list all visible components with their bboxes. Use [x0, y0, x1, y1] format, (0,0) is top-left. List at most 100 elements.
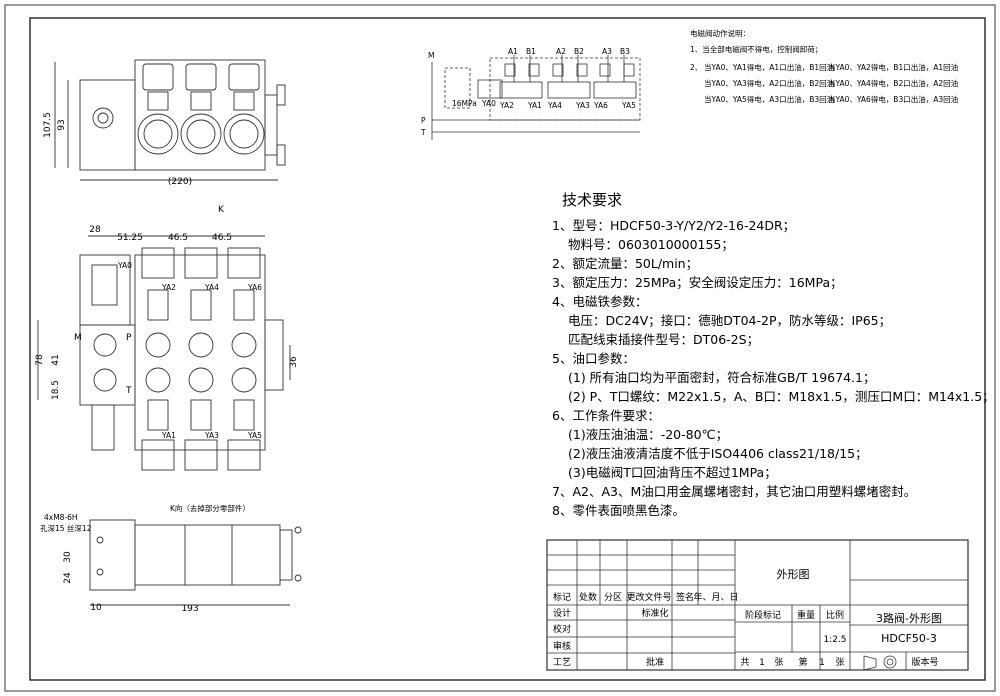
tb-scale: 1:2.5 — [823, 635, 846, 645]
valve-note-right-0: 当YA0、YA2得电，B1口出油，A1回油 — [828, 62, 958, 72]
front-dim-top-2: 46.5 — [168, 233, 188, 243]
tech-req-7: 5、油口参数： — [552, 351, 635, 366]
sheet-inner-border — [29, 17, 986, 681]
tech-req-5: 电压：DC24V；接口：德驰DT04-2P，防水等级：IP65； — [568, 313, 891, 328]
hyd-pressure: 16MPa — [452, 99, 477, 108]
front-coil-top-1: YA4 — [204, 283, 219, 292]
tech-req-0: 1、型号：HDCF50-3-Y/Y2/Y2-16-24DR； — [552, 218, 795, 233]
front-coil-bottom-0: YA1 — [161, 431, 176, 440]
hyd-p: P — [421, 116, 426, 125]
tb-drawing-name: 外形图 — [777, 568, 810, 581]
top-view — [54, 59, 286, 181]
sheet-outer-border — [4, 4, 996, 692]
title-block-grid — [546, 539, 969, 671]
tech-req-10: 6、工作条件要求： — [552, 408, 660, 423]
front-dim-left-0: 78 — [35, 354, 45, 366]
front-coil-top-0: YA2 — [161, 283, 176, 292]
hyd-coil-0: YA2 — [499, 101, 514, 110]
tech-req-15: 8、零件表面喷黑色漆。 — [552, 503, 685, 518]
tb-rev-h4: 签名 — [676, 591, 694, 603]
hyd-port-a1: A1 — [508, 47, 518, 56]
tb-name: 3路阀-外形图 — [876, 611, 942, 625]
valve-note-right-1: 当YA0、YA4得电，B2口出油，A2回油 — [828, 78, 958, 88]
front-dim-right: 36 — [289, 356, 299, 368]
tech-req-8: (1) 所有油口均为平面密封，符合标准GB/T 19674.1； — [568, 370, 875, 385]
k-dim-left-1: 24 — [63, 572, 73, 584]
k-view-thread-depth: 孔深15 丝深12 — [40, 523, 92, 533]
dim-height-outer: 107.5 — [43, 112, 53, 138]
hyd-coil-2: YA4 — [547, 101, 562, 110]
k-view-thread: 4xM8-6H — [44, 513, 78, 522]
valve-note-left-1: 当YA0、YA3得电，A2口出油，B2回油 — [704, 78, 834, 88]
tb-role-1: 校对 — [553, 623, 571, 635]
projection-symbol-icon — [863, 655, 897, 671]
k-dim-small: 10 — [90, 603, 102, 613]
valve-notes-prefix: 2、 — [690, 63, 702, 72]
tb-stage-label: 阶段标记 — [745, 609, 781, 621]
front-coil-bottom-1: YA3 — [204, 431, 219, 440]
tb-code: HDCF50-3 — [881, 632, 937, 645]
tech-req-11: (1)液压油油温：-20-80℃； — [568, 427, 728, 442]
tb-standardize: 标准化 — [641, 607, 668, 619]
front-port-t: T — [125, 386, 132, 396]
tech-req-9: (2) P、T口螺纹：M22x1.5，A、B口：M18x1.5，测压口M口：M1… — [568, 389, 995, 404]
front-coil-top-2: YA6 — [247, 283, 262, 292]
tech-req-2: 2、额定流量：50L/min； — [552, 256, 698, 271]
hyd-coil-3: YA3 — [575, 101, 590, 110]
hyd-coil-5: YA5 — [621, 101, 636, 110]
hyd-ya0: YA0 — [481, 99, 496, 108]
tb-weight-label: 重量 — [797, 609, 815, 621]
tb-sheet: 第 — [798, 656, 807, 668]
front-ya0: YA0 — [117, 261, 132, 270]
dim-height-inner: 93 — [57, 119, 67, 130]
front-view — [37, 235, 291, 471]
hyd-coil-1: YA1 — [527, 101, 542, 110]
hydraulic-schematic — [431, 55, 641, 140]
view-arrow-k: K — [218, 205, 225, 215]
tech-req-13: (3)电磁阀T口回油背压不超过1MPa； — [568, 465, 777, 480]
tb-role-3: 工艺 — [553, 657, 571, 668]
hyd-port-a3: A3 — [602, 47, 612, 56]
k-view — [89, 519, 302, 606]
hyd-port-b2: B2 — [574, 47, 584, 56]
tb-role-0: 设计 — [553, 607, 571, 619]
tech-req-14: 7、A2、A3、M油口用金属螺堵密封，其它油口用塑料螺堵密封。 — [552, 484, 916, 499]
valve-notes-line1: 1、当全部电磁阀不得电，控制阀卸荷； — [690, 44, 822, 54]
tech-req-1: 物料号：0603010000155； — [568, 237, 734, 252]
front-dim-top-3: 46.5 — [212, 233, 232, 243]
valve-note-left-2: 当YA0、YA5得电，A3口出油，B3回油 — [704, 94, 834, 104]
tb-rev-h0: 标记 — [553, 591, 571, 603]
hyd-port-b3: B3 — [620, 47, 630, 56]
hyd-t: T — [420, 128, 426, 137]
tech-req-6: 匹配线束插接件型号：DT06-2S； — [568, 332, 759, 347]
front-coil-bottom-2: YA5 — [247, 431, 262, 440]
tb-sheet-n: 1 — [819, 658, 825, 668]
tech-req-4: 4、电磁铁参数： — [552, 294, 647, 309]
valve-note-right-2: 当YA0、YA6得电，B3口出油，A3回油 — [828, 94, 958, 104]
valve-notes-title: 电磁阀动作说明： — [690, 28, 750, 38]
hyd-port-b1: B1 — [526, 47, 536, 56]
tech-req-12: (2)液压油液清洁度不低于ISO4406 class21/18/15； — [568, 446, 868, 461]
hyd-port-a2: A2 — [556, 47, 566, 56]
front-dim-top-1: 51.25 — [117, 233, 143, 243]
tb-version: 版本号 — [911, 656, 938, 668]
tb-rev-h2: 分区 — [604, 592, 622, 603]
tb-total: 共 — [740, 657, 749, 668]
k-view-title: K向（去掉部分零部件） — [170, 503, 250, 513]
tb-approve: 批准 — [646, 656, 664, 668]
tb-role-2: 审核 — [553, 640, 571, 652]
tech-req-title: 技术要求 — [562, 191, 622, 209]
k-dim-left-0: 30 — [63, 551, 73, 563]
front-dim-top-0: 28 — [89, 225, 101, 235]
tb-rev-h3: 更改文件号 — [626, 591, 671, 603]
dim-width: (220) — [168, 177, 192, 187]
valve-note-left-0: 当YA0、YA1得电，A1口出油，B1回油 — [704, 62, 834, 72]
tb-rev-h1: 处数 — [579, 591, 597, 603]
front-port-p: P — [126, 333, 132, 343]
hyd-m: M — [428, 51, 434, 60]
front-dim-left-2: 18.5 — [51, 380, 61, 400]
tb-rev-h5: 年、月、日 — [693, 591, 738, 603]
tech-req-3: 3、额定压力：25MPa；安全阀设定压力：16MPa； — [552, 275, 843, 290]
tb-total-n: 1 — [759, 658, 765, 668]
